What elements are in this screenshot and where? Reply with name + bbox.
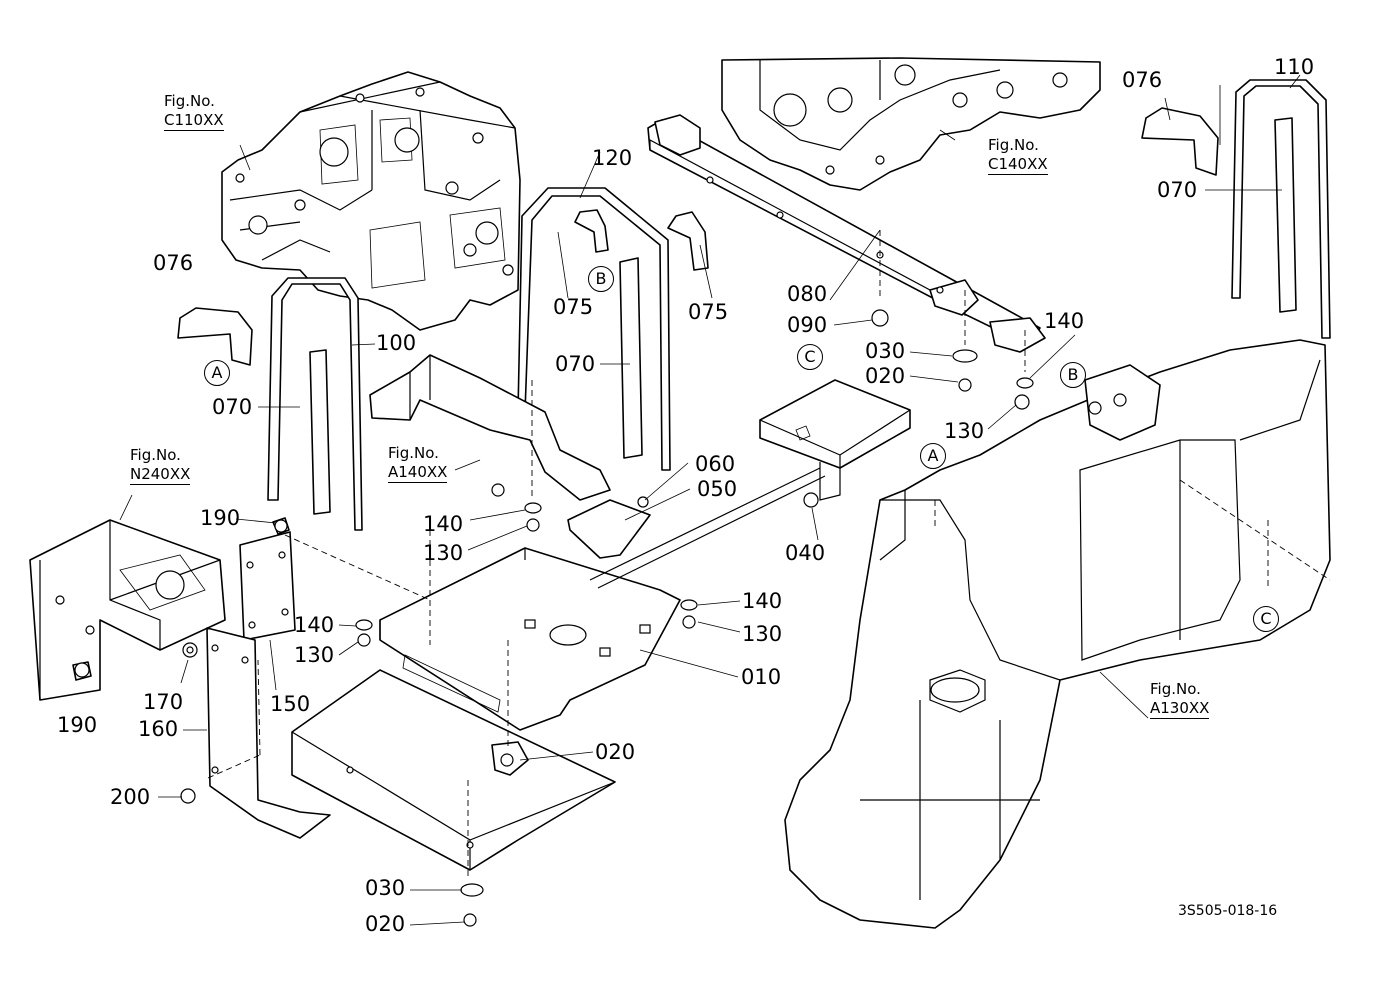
part-label-020-center: 020 [595, 740, 636, 764]
frame-080 [647, 114, 1046, 353]
cover-075-left [574, 209, 609, 253]
fig-ref-a140: Fig.No. A140XX [388, 444, 448, 483]
bracket-050 [567, 499, 651, 559]
strap-110 [1231, 79, 1331, 339]
fig-ref-c110: Fig.No. C110XX [164, 92, 224, 131]
part-label-030-right: 030 [865, 339, 906, 363]
part-label-075-left: 075 [553, 295, 594, 319]
part-label-160: 160 [138, 717, 179, 741]
part-label-130-c: 130 [742, 622, 783, 646]
part-label-170: 170 [143, 690, 184, 714]
callout-c-top: C [797, 344, 823, 370]
callout-c-bottom: C [1253, 606, 1279, 632]
fig-ref-a130-code: A130XX [1150, 698, 1210, 719]
part-label-200: 200 [110, 785, 151, 809]
drawing-number: 3S505-018-16 [1178, 903, 1278, 919]
fig-ref-c110-title: Fig.No. [164, 92, 215, 110]
hardware [72, 309, 1034, 927]
part-label-150: 150 [270, 692, 311, 716]
part-label-020-right: 020 [865, 364, 906, 388]
assembly-lines [207, 230, 1331, 878]
part-label-070-left: 070 [212, 395, 253, 419]
part-label-130-b: 130 [294, 643, 335, 667]
cover-075-right [667, 211, 709, 271]
support-bracket [759, 379, 911, 501]
clutch-housing-c140 [721, 57, 1101, 191]
fig-ref-n240-title: Fig.No. [130, 446, 181, 464]
callout-b-left: B [588, 266, 614, 292]
strap-120 [517, 187, 671, 471]
part-label-130-d: 130 [944, 419, 985, 443]
leader-lines [119, 74, 1301, 926]
part-label-050: 050 [697, 477, 738, 501]
part-label-090: 090 [787, 313, 828, 337]
cover-076-left [177, 307, 253, 366]
part-label-070-center: 070 [555, 352, 596, 376]
bracket-a140 [369, 354, 611, 501]
part-label-140-d: 140 [1044, 309, 1085, 333]
bracket-n240 [29, 519, 226, 701]
callout-a-left: A [204, 360, 230, 386]
part-label-140-a: 140 [423, 512, 464, 536]
callout-b-right: B [1060, 362, 1086, 388]
part-label-010: 010 [741, 665, 782, 689]
plate-150 [239, 531, 296, 641]
part-label-100: 100 [376, 331, 417, 355]
fig-ref-c140: Fig.No. C140XX [988, 136, 1048, 175]
fig-ref-a140-title: Fig.No. [388, 444, 439, 462]
rod [589, 467, 826, 589]
part-label-140-b: 140 [294, 613, 335, 637]
part-label-190-bottom: 190 [57, 713, 98, 737]
part-label-076-left: 076 [153, 251, 194, 275]
part-label-140-c: 140 [742, 589, 783, 613]
part-label-110: 110 [1274, 55, 1315, 79]
part-label-120: 120 [592, 146, 633, 170]
fig-ref-a140-code: A140XX [388, 462, 448, 483]
fig-ref-n240: Fig.No. N240XX [130, 446, 191, 485]
callout-a-right: A [920, 443, 946, 469]
fig-ref-c110-code: C110XX [164, 110, 224, 131]
fig-ref-c140-code: C140XX [988, 154, 1048, 175]
strap-100 [267, 277, 363, 531]
cover-076-right [1141, 107, 1219, 176]
part-label-030-bottom: 030 [365, 876, 406, 900]
fuel-tank-a130 [784, 339, 1331, 929]
part-label-076-right: 076 [1122, 68, 1163, 92]
part-label-075-right: 075 [688, 300, 729, 324]
part-label-190-top: 190 [200, 506, 241, 530]
transmission-case-c110 [221, 71, 521, 331]
part-label-080: 080 [787, 282, 828, 306]
part-label-060: 060 [695, 452, 736, 476]
fig-ref-n240-code: N240XX [130, 464, 191, 485]
fig-ref-c140-title: Fig.No. [988, 136, 1039, 154]
part-label-130-a: 130 [423, 541, 464, 565]
plate-010 [379, 547, 681, 731]
fig-ref-a130: Fig.No. A130XX [1150, 680, 1210, 719]
plate-160 [206, 627, 331, 839]
part-label-070-right: 070 [1157, 178, 1198, 202]
fig-ref-a130-title: Fig.No. [1150, 680, 1201, 698]
part-label-020-bottom: 020 [365, 912, 406, 936]
part-label-040: 040 [785, 541, 826, 565]
under-cover [291, 669, 616, 871]
